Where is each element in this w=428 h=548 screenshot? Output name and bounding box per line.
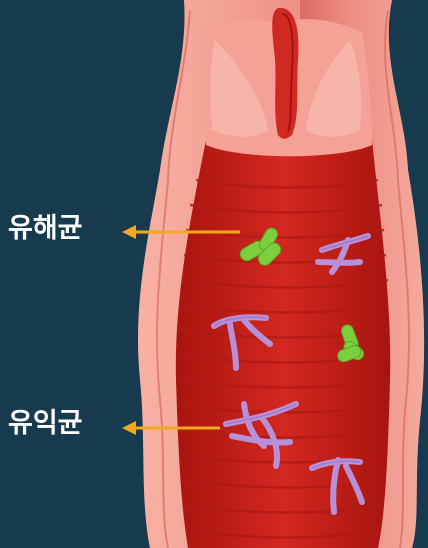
label-beneficial-bacteria: 유익균 [8,410,83,437]
label-harmful-bacteria: 유해균 [8,215,83,242]
